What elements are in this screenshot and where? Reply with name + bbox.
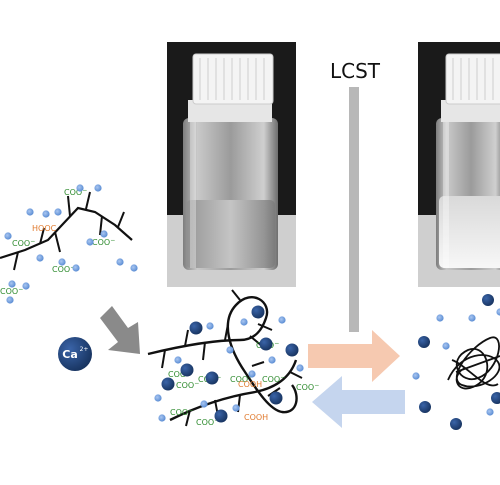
carboxylate-label: COO−: [170, 407, 193, 417]
vial-cap: [445, 53, 500, 105]
vial-neck: [188, 100, 272, 122]
released-water: [412, 308, 500, 416]
carboxylate-label: COO−: [296, 382, 319, 392]
cooling-arrow-icon: [312, 376, 405, 428]
carboxylate-label: COO−: [230, 374, 253, 384]
backbone: [169, 359, 298, 422]
carboxylate-label: COO−: [262, 374, 285, 384]
turbid-solution: [439, 196, 500, 268]
carboxylate-label: COO−: [12, 238, 35, 248]
backbone: [0, 206, 133, 260]
carboxylate-label: COO−: [64, 187, 87, 197]
released-calcium-ions: [418, 294, 500, 430]
collapsed-chain: [447, 336, 500, 390]
cap-ridges: [452, 58, 494, 100]
polymer-chain-left: COO− COO− COO− COO− COO− HOOC: [0, 184, 138, 304]
carboxylate-label: COO−: [0, 286, 23, 296]
cap-ridges: [199, 58, 265, 100]
water-molecules: [4, 184, 138, 304]
heating-arrow-icon: [308, 330, 400, 382]
acid-label: COOH: [244, 413, 268, 422]
water-molecules: [154, 316, 304, 422]
side-chains: [13, 191, 125, 271]
addition-arrow-icon: [100, 306, 140, 354]
photo-turbid-vial: [418, 42, 500, 287]
calcium-ion-free: Ca 2+: [58, 337, 92, 371]
carboxylate-label: COO−: [52, 264, 75, 274]
glass-highlight: [443, 118, 449, 268]
bound-calcium-ions: [161, 305, 299, 423]
photo-clear-vial: [167, 42, 296, 287]
backbone: [147, 296, 298, 414]
ion-charge: 2+: [80, 346, 89, 353]
acid-label: COOH: [238, 380, 262, 389]
lcst-divider-line: [349, 87, 359, 332]
lcst-label: LCST: [330, 59, 381, 83]
clear-solution: [186, 200, 275, 268]
acid-label: HOOC: [32, 224, 57, 233]
ion-label: Ca: [62, 348, 78, 361]
vial-cap: [192, 53, 274, 105]
carboxylate-label: COO−: [92, 237, 115, 247]
crosslinked-network: COO− COO− COO− COO− COO− COO− COO− COO− …: [147, 289, 319, 427]
glass-highlight: [190, 118, 196, 268]
side-chains: [161, 289, 303, 427]
calcium-ion-icon: [58, 337, 92, 371]
vial-neck: [441, 100, 500, 122]
collapsed-aggregate: [412, 294, 500, 430]
carboxylate-label: COO−: [176, 380, 199, 390]
